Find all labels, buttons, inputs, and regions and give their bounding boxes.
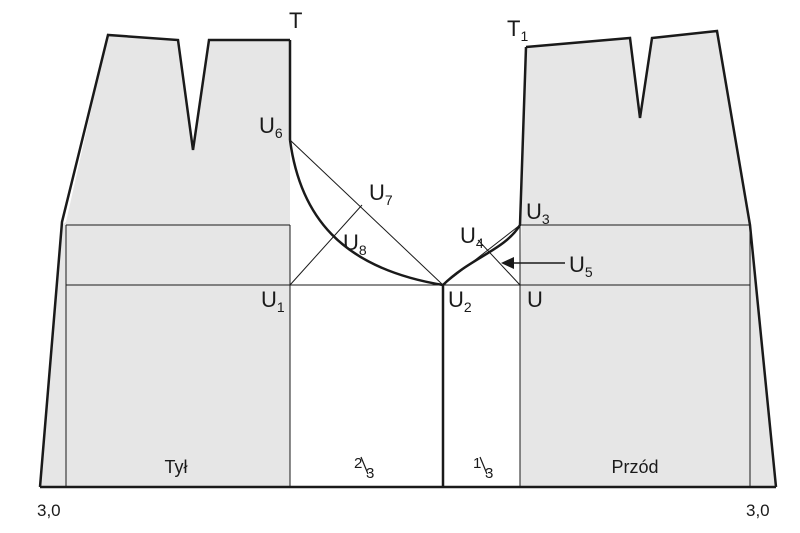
label-t: T (289, 8, 302, 33)
diagonal-u1-u7 (289, 204, 363, 286)
label-u: U (527, 287, 543, 312)
front-panel-fill (520, 31, 776, 487)
label-u8: U8 (343, 230, 367, 258)
fill-regions (40, 31, 776, 487)
label-u4: U4 (460, 223, 484, 251)
svg-text:1: 1 (473, 455, 481, 472)
edge-labels: 3,0 3,0 (37, 501, 770, 520)
label-u1: U1 (261, 287, 285, 315)
label-front-panel: Przód (611, 457, 658, 477)
fraction-labels: 2 3 1 3 (354, 455, 493, 482)
label-right-offset: 3,0 (746, 501, 770, 520)
front-armhole-curve (442, 46, 528, 286)
front-panel-outline (525, 29, 778, 488)
label-back-panel: Tył (164, 457, 187, 477)
label-left-offset: 3,0 (37, 501, 61, 520)
svg-text:3: 3 (366, 465, 374, 482)
svg-text:3: 3 (485, 465, 493, 482)
back-panel-outline (38, 33, 290, 488)
fraction-one-third: 1 3 (473, 455, 493, 482)
point-labels: T T1 U6 U7 U8 U1 U2 U4 U3 U5 U (259, 8, 593, 315)
label-u6: U6 (259, 113, 283, 141)
label-u7: U7 (369, 180, 393, 208)
label-u2: U2 (448, 287, 472, 315)
back-panel-fill (40, 35, 290, 487)
label-u5: U5 (569, 252, 593, 280)
svg-text:2: 2 (354, 455, 362, 472)
diagonal-u6-u2 (289, 139, 444, 286)
fraction-two-thirds: 2 3 (354, 455, 374, 482)
diagonal-u4-u (477, 239, 521, 286)
outline-lines (38, 29, 778, 489)
u5-arrow (501, 257, 565, 269)
panel-labels: Tył Przód (164, 457, 658, 477)
back-armhole-curve (288, 139, 444, 287)
label-t1: T1 (507, 16, 528, 44)
label-u3: U3 (526, 199, 550, 227)
arrowhead-icon (501, 257, 514, 269)
construction-lines (65, 139, 751, 487)
